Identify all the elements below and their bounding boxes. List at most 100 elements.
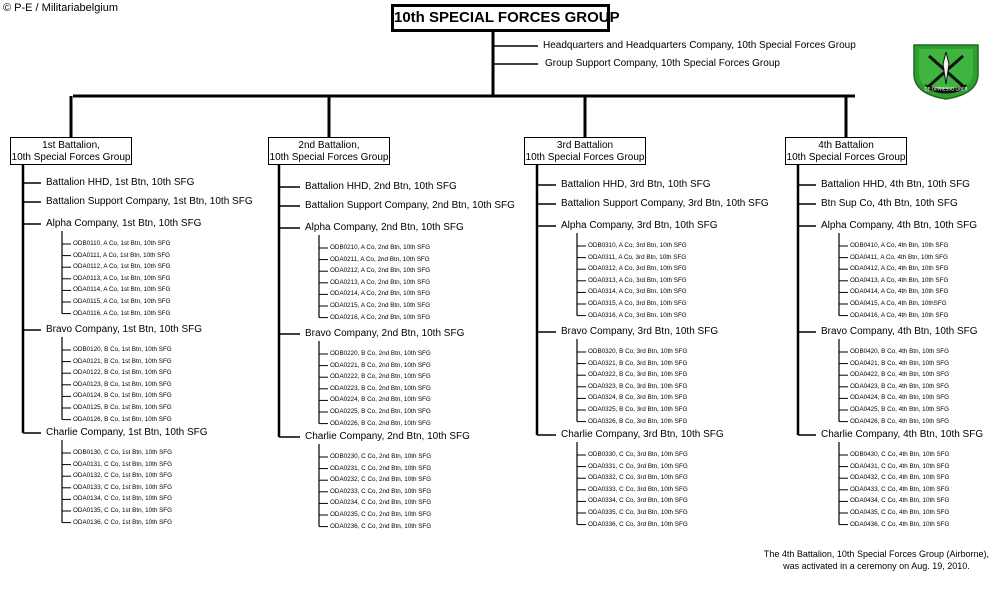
oda-label: ODA0332, C Co, 3rd Btn, 10th SFG	[588, 474, 688, 482]
oda-label: ODA0215, A Co, 2nd Btn, 10th SFG	[330, 302, 431, 309]
oda-label: ODB0230, C Co, 2nd Btn, 10th SFG	[330, 453, 432, 460]
oda-label: ODA0234, C Co, 2nd Btn, 10th SFG	[330, 499, 432, 507]
company-label: Alpha Company, 2nd Btn, 10th SFG	[305, 222, 464, 233]
oda-label: ODA0222, B Co, 2nd Btn, 10th SFG	[330, 373, 431, 381]
oda-label: ODA0431, C Co, 4th Btn, 10th SFG	[850, 462, 950, 470]
oda-label: ODA0121, B Co, 1st Btn, 10th SFG	[73, 357, 172, 365]
oda-label: ODA0311, A Co, 3rd Btn, 10th SFG	[588, 253, 687, 261]
oda-label: ODB0210, A Co, 2nd Btn, 10th SFG	[330, 244, 431, 251]
oda-label: ODA0424, B Co, 4th Btn, 10th SFG	[850, 394, 950, 402]
oda-label: ODA0415, A Co, 4th Btn, 10thSFG	[850, 300, 947, 307]
oda-label: ODA0411, A Co, 4th Btn, 10th SFG	[850, 253, 948, 261]
oda-label: ODA0213, A Co, 2nd Btn, 10th SFG	[330, 278, 431, 286]
oda-label: ODA0231, C Co, 2nd Btn, 10th SFG	[330, 464, 432, 472]
oda-label: ODA0221, B Co, 2nd Btn, 10th SFG	[330, 361, 431, 369]
company-label: Alpha Company, 1st Btn, 10th SFG	[46, 218, 202, 229]
oda-label: ODA0334, C Co, 3rd Btn, 10th SFG	[588, 497, 688, 505]
oda-label: ODA0126, B Co, 1st Btn, 10th SFG	[73, 415, 172, 423]
company-label: Alpha Company, 3rd Btn, 10th SFG	[561, 220, 718, 231]
oda-label: ODA0115, A Co, 1st Btn, 10th SFG	[73, 298, 171, 305]
battalion-title-line1: 2nd Battalion,	[298, 140, 360, 151]
battalion-title-line2: 10th Special Forces Group	[269, 152, 389, 163]
oda-label: ODB0420, B Co, 4th Btn, 10th SFG	[850, 348, 950, 355]
group-title: 10th SPECIAL FORCES GROUP	[394, 9, 620, 26]
oda-label: ODB0430, C Co, 4th Btn, 10th SFG	[850, 451, 950, 458]
crest-motto: DE OPPRESSO LIBER	[924, 87, 967, 92]
oda-label: ODA0111, A Co, 1st Btn, 10th SFG	[73, 251, 171, 259]
company-label: Bravo Company, 4th Btn, 10th SFG	[821, 326, 978, 337]
company-label: Alpha Company, 4th Btn, 10th SFG	[821, 220, 978, 231]
oda-label: ODA0114, A Co, 1st Btn, 10th SFG	[73, 286, 171, 294]
oda-label: ODA0314, A Co, 3rd Btn, 10th SFG	[588, 288, 687, 296]
oda-label: ODA0113, A Co, 1st Btn, 10th SFG	[73, 274, 171, 282]
battalion-support-label: Btn Sup Co, 4th Btn, 10th SFG	[821, 198, 958, 209]
company-label: Charlie Company, 2nd Btn, 10th SFG	[305, 431, 470, 442]
oda-label: ODA0125, B Co, 1st Btn, 10th SFG	[73, 404, 172, 411]
company-label: Charlie Company, 1st Btn, 10th SFG	[46, 427, 208, 438]
oda-label: ODA0321, B Co, 3rd Btn, 10th SFG	[588, 359, 688, 367]
oda-label: ODA0422, B Co, 4th Btn, 10th SFG	[850, 371, 950, 379]
oda-label: ODA0333, C Co, 3rd Btn, 10th SFG	[588, 485, 688, 493]
group-title-box: 10th SPECIAL FORCES GROUP	[391, 4, 620, 32]
oda-label: ODA0414, A Co, 4th Btn, 10th SFG	[850, 288, 949, 296]
oda-label: ODA0436, C Co, 4th Btn, 10th SFG	[850, 520, 950, 528]
footnote-line2: was activated in a ceremony on Aug. 19, …	[783, 561, 970, 571]
oda-label: ODA0235, C Co, 2nd Btn, 10th SFG	[330, 511, 432, 518]
oda-label: ODA0116, A Co, 1st Btn, 10th SFG	[73, 309, 171, 317]
battalion-support-label: Battalion Support Company, 1st Btn, 10th…	[46, 196, 253, 207]
oda-label: ODA0214, A Co, 2nd Btn, 10th SFG	[330, 290, 431, 298]
oda-label: ODA0124, B Co, 1st Btn, 10th SFG	[73, 392, 172, 400]
battalion-hhd-label: Battalion HHD, 4th Btn, 10th SFG	[821, 179, 970, 190]
oda-label: ODA0325, B Co, 3rd Btn, 10th SFG	[588, 406, 688, 413]
battalion-title-line1: 3rd Battalion	[556, 140, 614, 151]
oda-label: ODA0212, A Co, 2nd Btn, 10th SFG	[330, 267, 431, 275]
battalion-title-line2: 10th Special Forces Group	[525, 152, 645, 163]
sfg-crest-icon: DE OPPRESSO LIBER	[913, 44, 979, 100]
battalion-title-line1: 4th Battalion	[818, 140, 874, 151]
oda-label: ODA0211, A Co, 2nd Btn, 10th SFG	[330, 255, 430, 263]
battalion-box: 2nd Battalion,10th Special Forces Group	[268, 137, 390, 165]
battalion-title-line2: 10th Special Forces Group	[11, 152, 131, 163]
oda-label: ODA0232, C Co, 2nd Btn, 10th SFG	[330, 476, 432, 484]
oda-label: ODB0410, A Co, 4th Btn, 10th SFG	[850, 242, 949, 249]
oda-label: ODA0123, B Co, 1st Btn, 10th SFG	[73, 380, 172, 388]
company-label: Charlie Company, 3rd Btn, 10th SFG	[561, 429, 724, 440]
oda-label: ODA0313, A Co, 3rd Btn, 10th SFG	[588, 276, 687, 284]
oda-label: ODA0331, C Co, 3rd Btn, 10th SFG	[588, 462, 688, 470]
company-label: Charlie Company, 4th Btn, 10th SFG	[821, 429, 984, 440]
battalion-hhd-label: Battalion HHD, 1st Btn, 10th SFG	[46, 177, 195, 188]
oda-label: ODA0432, C Co, 4th Btn, 10th SFG	[850, 474, 950, 482]
battalion-hhd-label: Battalion HHD, 2nd Btn, 10th SFG	[305, 181, 457, 192]
oda-label: ODB0220, B Co, 2nd Btn, 10th SFG	[330, 350, 431, 357]
oda-label: ODA0416, A Co, 4th Btn, 10th SFG	[850, 311, 949, 319]
oda-label: ODA0136, C Co, 1st Btn, 10th SFG	[73, 518, 173, 526]
oda-label: ODA0323, B Co, 3rd Btn, 10th SFG	[588, 382, 688, 390]
oda-label: ODB0120, B Co, 1st Btn, 10th SFG	[73, 346, 172, 353]
oda-label: ODA0312, A Co, 3rd Btn, 10th SFG	[588, 265, 687, 273]
battalion-title-line2: 10th Special Forces Group	[786, 152, 906, 163]
oda-label: ODA0135, C Co, 1st Btn, 10th SFG	[73, 507, 173, 514]
oda-label: ODA0133, C Co, 1st Btn, 10th SFG	[73, 483, 173, 491]
copyright-text: © P-E / Militariabelgium	[3, 2, 119, 14]
oda-label: ODB0110, A Co, 1st Btn, 10th SFG	[73, 240, 171, 247]
oda-label: ODA0433, C Co, 4th Btn, 10th SFG	[850, 485, 950, 493]
oda-label: ODA0132, C Co, 1st Btn, 10th SFG	[73, 472, 173, 480]
oda-label: ODA0226, B Co, 2nd Btn, 10th SFG	[330, 419, 431, 427]
oda-label: ODA0326, B Co, 3rd Btn, 10th SFG	[588, 417, 688, 425]
oda-label: ODA0435, C Co, 4th Btn, 10th SFG	[850, 509, 950, 516]
oda-label: ODA0316, A Co, 3rd Btn, 10th SFG	[588, 311, 687, 319]
footnote: The 4th Battalion, 10th Special Forces G…	[764, 548, 989, 572]
oda-label: ODA0322, B Co, 3rd Btn, 10th SFG	[588, 371, 688, 379]
oda-label: ODA0134, C Co, 1st Btn, 10th SFG	[73, 495, 173, 503]
oda-label: ODA0112, A Co, 1st Btn, 10th SFG	[73, 263, 171, 271]
oda-label: ODB0330, C Co, 3rd Btn, 10th SFG	[588, 451, 688, 458]
oda-label: ODA0423, B Co, 4th Btn, 10th SFG	[850, 382, 950, 390]
oda-label: ODA0336, C Co, 3rd Btn, 10th SFG	[588, 520, 688, 528]
oda-label: ODB0310, A Co, 3rd Btn, 10th SFG	[588, 242, 687, 249]
company-label: Bravo Company, 2nd Btn, 10th SFG	[305, 328, 465, 339]
battalion-title-line1: 1st Battalion,	[42, 140, 100, 151]
oda-label: ODA0224, B Co, 2nd Btn, 10th SFG	[330, 396, 431, 404]
company-label: Bravo Company, 3rd Btn, 10th SFG	[561, 326, 719, 337]
